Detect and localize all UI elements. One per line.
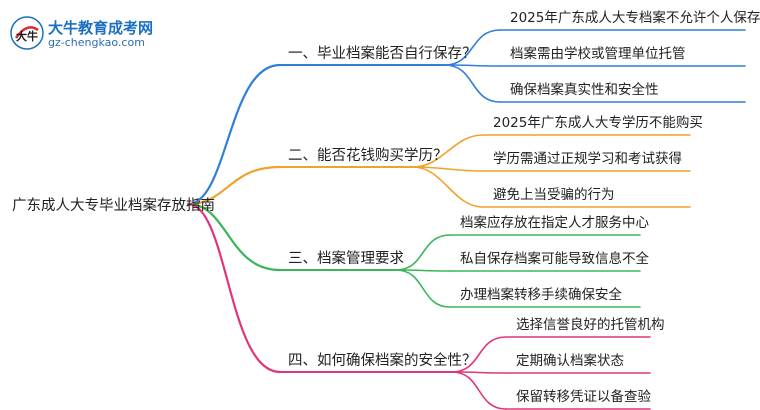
logo-mark-icon: 大牛 [10,16,44,50]
branch-label: 一、毕业档案能否自行保存？ [288,46,477,62]
root-branch-connector [186,202,282,374]
root-branch-connector [186,63,282,206]
branch-leaf-connector [444,29,501,66]
site-logo[interactable]: 大牛 大牛教育成考网 gz-chengkao.com [10,16,170,52]
branch-leaf-connector [412,166,484,172]
branch-label: 三、档案管理要求 [288,251,404,267]
leaf-label: 定期确认档案状态 [516,353,624,369]
leaf-label: 确保档案真实性和安全性 [510,82,659,98]
branch-leaf-connector [395,269,451,272]
leaf-label: 避免上当受骗的行为 [493,187,615,203]
branch-leaf-connector [395,234,451,271]
leaf-label: 学历需通过正规学习和考试获得 [493,151,682,167]
branch-label: 四、如何确保档案的安全性？ [288,353,477,369]
branch-leaf-connector [444,64,501,103]
logo-url: gz-chengkao.com [48,36,145,49]
branch-leaf-connector [412,134,484,168]
logo-mark-text: 大牛 [16,29,38,43]
leaf-label: 选择信誉良好的托管机构 [516,317,665,333]
leaf-label: 档案应存放在指定人才服务中心 [460,215,649,231]
mindmap-root: 广东成人大专毕业档案存放指南 [12,198,215,214]
leaf-label: 保留转移凭证以备查验 [516,389,651,405]
logo-title: 大牛教育成考网 [48,19,154,37]
leaf-label: 档案需由学校或管理单位托管 [510,46,686,62]
branch-label: 二、能否花钱购买学历？ [288,148,448,164]
leaf-label: 办理档案转移手续确保安全 [460,287,622,303]
branch-leaf-connector [451,336,507,373]
leaf-label: 私自保存档案可能导致信息不全 [460,251,649,267]
root-branch-connector [186,202,282,272]
branch-leaf-connector [444,64,501,67]
branch-leaf-connector [395,269,451,308]
branch-leaf-connector [451,371,507,410]
root-branch-connector [186,165,282,206]
branch-leaf-connector [412,166,484,208]
leaf-label: 2025年广东成人大专学历不能购买 [493,115,703,131]
branch-leaf-connector [451,371,507,374]
leaf-label: 2025年广东成人大专档案不允许个人保存 [510,10,760,26]
